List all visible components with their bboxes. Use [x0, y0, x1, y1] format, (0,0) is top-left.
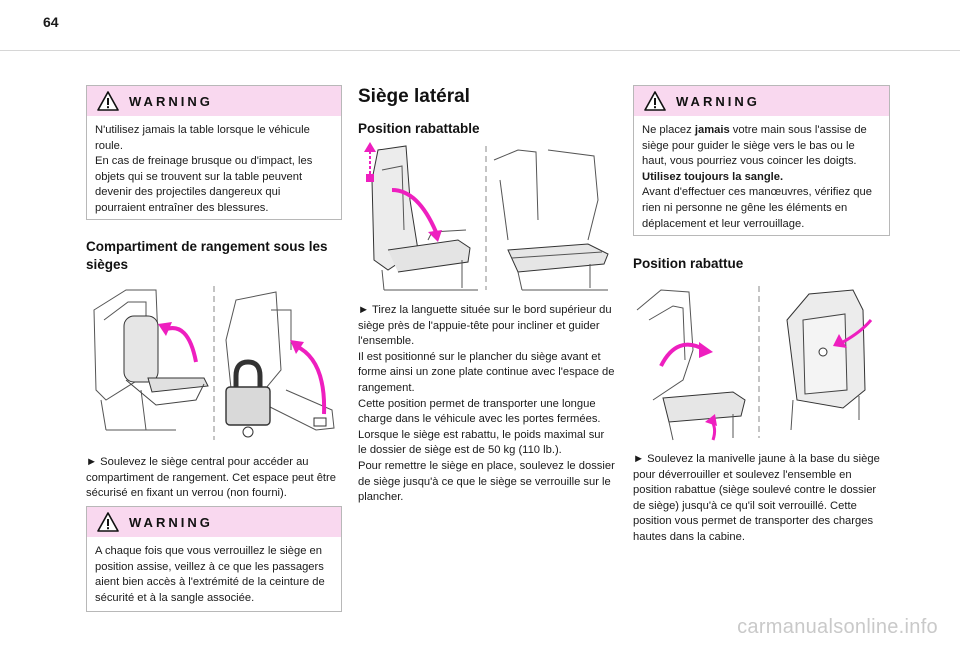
warning-text-line: Avant d'effectuer ces manœuvres, vérifie…	[642, 186, 872, 230]
instruction-paragraph: Il est positionné sur le plancher du siè…	[358, 350, 615, 394]
warning-title: WARNING	[676, 93, 760, 109]
emphasis-never: jamais	[694, 124, 730, 136]
warning-triangle-icon	[644, 91, 666, 111]
header-rule	[0, 50, 960, 51]
warning-text-line: Ne placez jamais votre main sous l'assis…	[642, 124, 867, 168]
section-heading-folding: Position rabattable	[358, 121, 480, 136]
warning-text-line: En cas de freinage brusque ou d'impact, …	[95, 155, 313, 214]
folding-illustration	[358, 140, 616, 295]
warning-title: WARNING	[129, 514, 213, 530]
warning-bold-line: Utilisez toujours la sangle.	[642, 170, 784, 183]
folding-instructions: ► Tirez la languette située sur le bord …	[358, 303, 616, 506]
storage-instruction: ► Soulevez le siège central pour accéder…	[86, 456, 336, 500]
section-heading-storage: Compartiment de rangement sous les siège…	[86, 239, 328, 272]
storage-illustration	[86, 280, 342, 443]
warning-box-hand: WARNING Ne placez jamais votre main sous…	[633, 85, 890, 236]
instruction-paragraph: Lorsque le siège est rabattu, le poids m…	[358, 428, 605, 457]
warning-triangle-icon	[97, 512, 119, 532]
instruction-paragraph: Cette position permet de transporter une…	[358, 397, 601, 426]
tipped-illustration	[633, 280, 890, 443]
warning-header: WARNING	[87, 507, 341, 537]
instruction-paragraph: ► Tirez la languette située sur le bord …	[358, 304, 612, 348]
page-number: 64	[43, 14, 59, 30]
warning-box-lock: WARNING A chaque fois que vous verrouill…	[86, 506, 342, 612]
page-title: Siège latéral	[358, 86, 470, 107]
section-heading-tipped: Position rabattue	[633, 256, 744, 271]
watermark: carmanualsonline.info	[737, 616, 938, 638]
warning-triangle-icon	[97, 91, 119, 111]
warning-box-table: WARNING N'utilisez jamais la table lorsq…	[86, 85, 342, 220]
warning-text-line: N'utilisez jamais la table lorsque le vé…	[95, 124, 310, 152]
instruction-paragraph: Pour remettre le siège en place, souleve…	[358, 459, 615, 504]
warning-header: WARNING	[634, 86, 889, 116]
warning-title: WARNING	[129, 93, 213, 109]
warning-header: WARNING	[87, 86, 341, 116]
tipped-instruction: ► Soulevez la manivelle jaune à la base …	[633, 453, 880, 543]
warning-text: A chaque fois que vous verrouillez le si…	[95, 545, 325, 604]
